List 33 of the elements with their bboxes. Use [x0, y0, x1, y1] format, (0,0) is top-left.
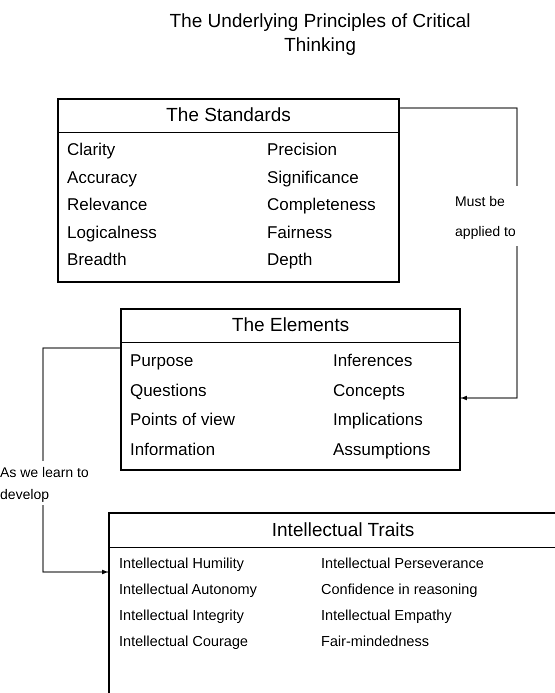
list-item: Clarity [67, 139, 116, 161]
box-heading: The Standards [59, 100, 398, 133]
list-item: Depth [267, 249, 314, 271]
list-item: Confidence in reasoning [321, 581, 478, 600]
box-heading: Intellectual Traits [110, 514, 555, 548]
list-item: Purpose [130, 350, 194, 372]
list-item: Intellectual Courage [119, 633, 249, 652]
list-item: Intellectual Integrity [119, 607, 245, 626]
list-item: Questions [130, 380, 208, 402]
list-item: Logicalness [67, 222, 158, 244]
list-item: Relevance [67, 194, 148, 216]
title: The Underlying Principles of Critical Thinking [168, 10, 472, 58]
list-item: Intellectual Autonomy [119, 581, 258, 600]
list-item: Breadth [67, 249, 128, 271]
list-item: Fairness [267, 222, 334, 244]
category-box [108, 512, 555, 693]
category-box [120, 308, 461, 471]
list-item: Concepts [333, 380, 406, 402]
box-heading: The Elements [122, 310, 459, 343]
category-box [57, 98, 400, 283]
list-item: Points of view [130, 409, 236, 431]
list-item: Implications [333, 409, 424, 431]
list-item: Inferences [333, 350, 414, 372]
list-item: Accuracy [67, 166, 138, 188]
list-item: Significance [267, 166, 360, 188]
list-item: Fair-mindedness [321, 633, 430, 652]
list-item: Completeness [267, 194, 377, 216]
list-item: Precision [267, 139, 338, 161]
list-item: Intellectual Perseverance [321, 555, 485, 574]
list-item: Intellectual Empathy [321, 607, 453, 626]
list-item: Information [130, 438, 216, 460]
list-item: Assumptions [333, 438, 432, 460]
list-item: Intellectual Humility [119, 555, 245, 574]
